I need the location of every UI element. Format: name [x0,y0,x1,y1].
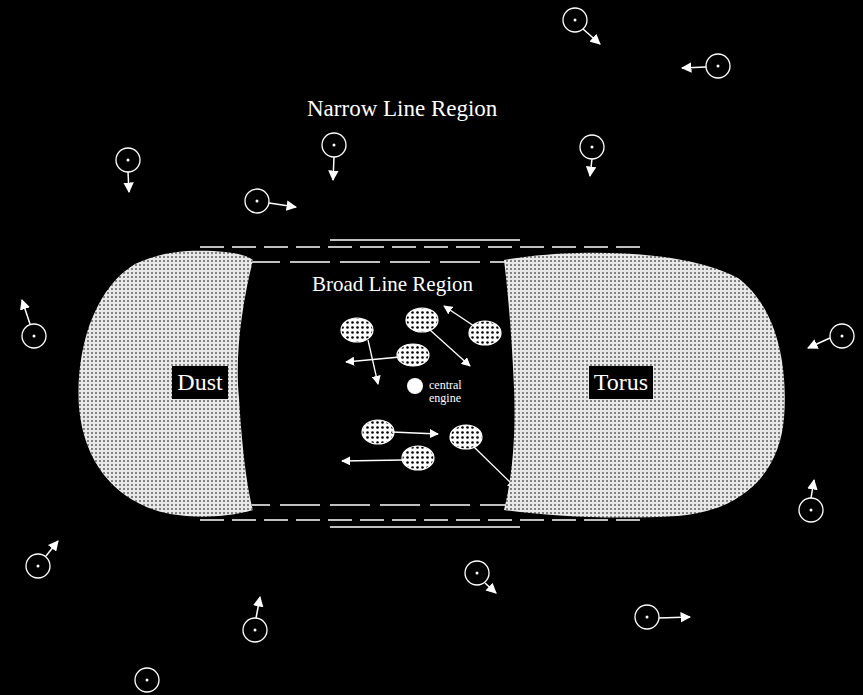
narrow-line-cloud-cores [33,19,844,682]
torus-outline [504,253,785,518]
narrow-line-region-label: Narrow Line Region [307,95,497,123]
torus-outline [78,251,253,517]
narrow-line-arrows [22,29,830,618]
broad-line-clouds [341,308,501,470]
region-label: Torus [589,366,653,399]
torus-shape [75,248,257,520]
dust-torus-left: Dust [75,248,257,520]
region-label: Dust [172,366,227,399]
broad-line-region-label: Broad Line Region [312,272,473,297]
narrow-line-clouds [22,8,854,692]
dust-torus-right: Torus [498,248,788,520]
central-engine-label: central engine [429,379,481,404]
central-engine-dot [407,378,423,394]
cloud-velocity-arrows [342,306,516,488]
